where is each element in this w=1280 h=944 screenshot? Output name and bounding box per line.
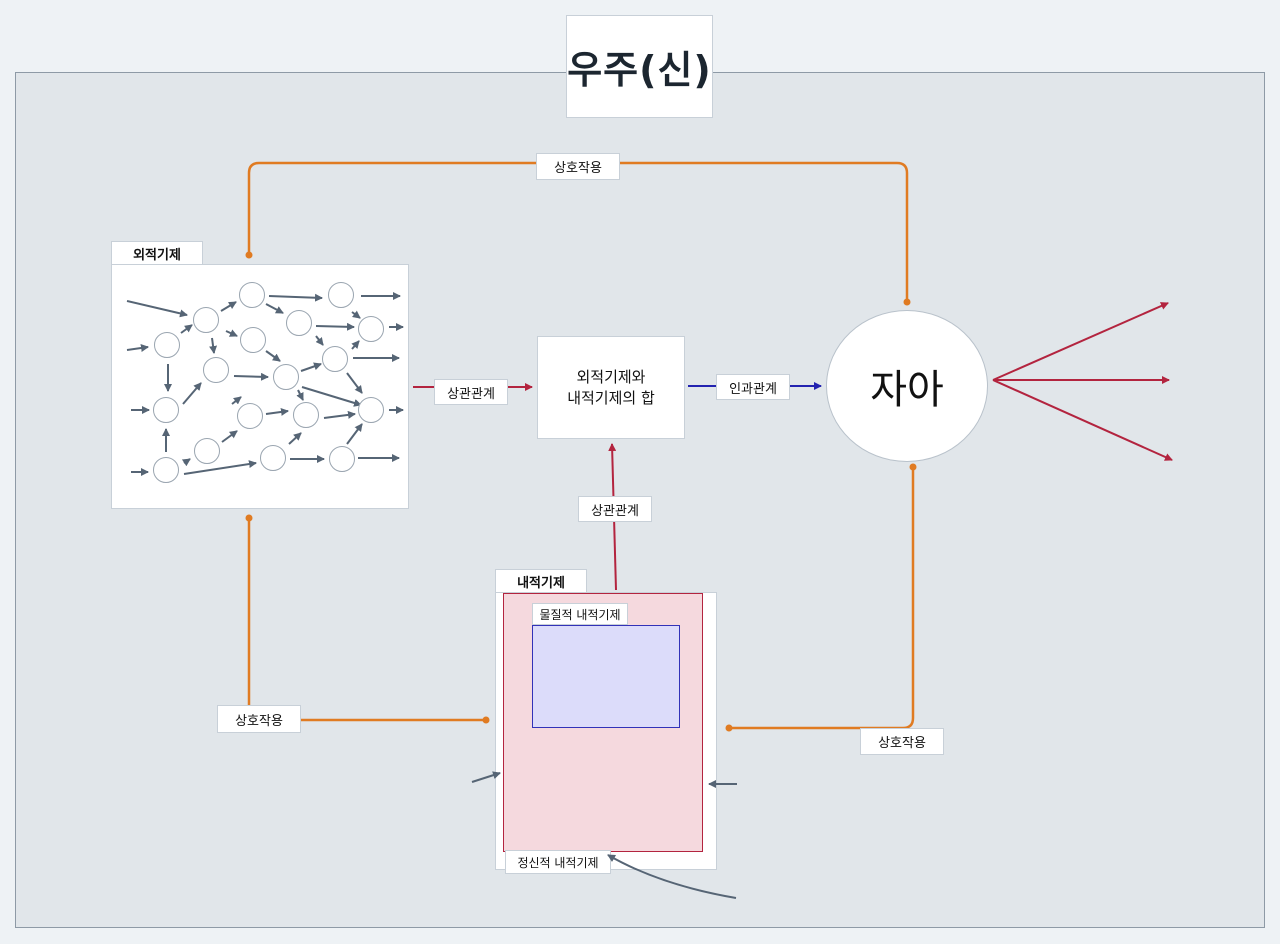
network-edge-arrow [233, 372, 269, 381]
interaction-top-dot-right [903, 298, 911, 306]
internal-input-arrow-bottom [607, 854, 737, 899]
external-mechanism-label: 외적기제 [111, 241, 203, 265]
network-node [273, 364, 299, 390]
network-edge-arrow [315, 335, 324, 346]
network-node [358, 316, 384, 342]
correlation-horizontal-label: 상관관계 [434, 379, 508, 405]
universe-title: 우주(신) [566, 15, 713, 118]
network-node [154, 332, 180, 358]
interaction-right-dot-end [725, 724, 733, 732]
interaction-top-label: 상호작용 [536, 153, 620, 180]
network-node [293, 402, 319, 428]
interaction-right-label: 상호작용 [860, 728, 944, 755]
interaction-left-dot-end [482, 716, 490, 724]
network-node [260, 445, 286, 471]
material-internal-mechanism [532, 625, 680, 728]
interaction-left-dot-top [245, 514, 253, 522]
self-node: 자아 [826, 310, 988, 462]
sum-box: 외적기제와 내적기제의 합 [537, 336, 685, 439]
network-edge-arrow [265, 407, 289, 416]
network-edge-arrow [221, 430, 238, 443]
network-edge-arrow [265, 303, 284, 314]
network-node [240, 327, 266, 353]
network-edge-arrow [220, 301, 237, 312]
network-node [194, 438, 220, 464]
network-edge-arrow [351, 340, 360, 350]
network-edge-arrow [180, 324, 193, 334]
network-edge-arrow [346, 372, 363, 394]
self-output-arrow-up [992, 302, 1169, 381]
network-edge-arrow [265, 350, 281, 362]
interaction-right-dot-top [909, 463, 917, 471]
network-node [193, 307, 219, 333]
network-edge-arrow [183, 460, 257, 475]
network-edge-arrow [182, 382, 202, 405]
interaction-top-connector [247, 161, 909, 302]
sum-line-2: 내적기제의 합 [567, 388, 655, 407]
network-edge-arrow [231, 396, 242, 405]
correlation-vertical-label: 상관관계 [578, 496, 652, 522]
network-edge-arrow [346, 423, 363, 445]
network-node [153, 397, 179, 423]
network-node [329, 446, 355, 472]
internal-input-arrow-left [471, 771, 501, 783]
material-internal-label: 물질적 내적기제 [532, 603, 628, 625]
network-edge-arrow [323, 410, 356, 419]
network-edge-arrow [181, 458, 191, 467]
network-edge-arrow [225, 329, 238, 337]
network-node [358, 397, 384, 423]
network-edge-arrow [296, 389, 304, 401]
self-output-arrow-down [992, 379, 1173, 461]
network-node [322, 346, 348, 372]
network-edge-arrow [351, 310, 361, 319]
external-network [126, 282, 404, 483]
sum-line-1: 외적기제와 [576, 367, 646, 386]
network-node [237, 403, 263, 429]
network-node [239, 282, 265, 308]
network-edge-arrow [209, 337, 218, 354]
network-edge-arrow [301, 386, 362, 407]
network-edge-arrow [300, 362, 322, 372]
causal-label: 인과관계 [716, 374, 790, 400]
mental-internal-label: 정신적 내적기제 [505, 850, 611, 874]
network-node [286, 310, 312, 336]
network-edge-arrow [126, 344, 149, 352]
interaction-top-dot-left [245, 251, 253, 259]
network-edge-arrow [126, 300, 188, 318]
network-node [153, 457, 179, 483]
network-edge-arrow [288, 432, 302, 445]
internal-mechanism-label: 내적기제 [495, 569, 587, 593]
network-edge-arrow [268, 293, 323, 302]
interaction-left-connector [247, 518, 486, 722]
network-node [203, 357, 229, 383]
interaction-left-label: 상호작용 [217, 705, 301, 733]
network-node [328, 282, 354, 308]
interaction-right-connector [729, 467, 915, 730]
network-edge-arrow [315, 322, 355, 331]
